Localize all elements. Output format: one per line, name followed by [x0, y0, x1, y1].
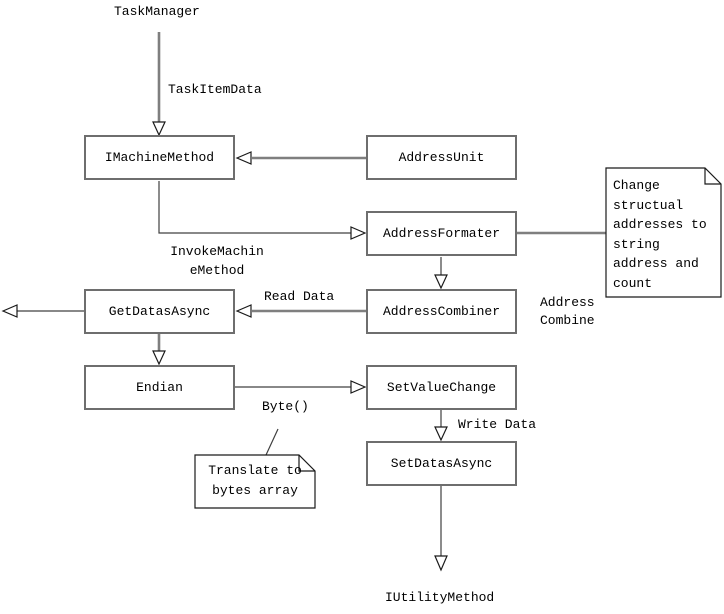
node-addresscombiner: AddressCombiner — [366, 289, 517, 334]
edge-label-read-data: Read Data — [264, 289, 335, 304]
arrowhead-into-addressformater — [350, 226, 367, 240]
node-addresscombiner-label: AddressCombiner — [382, 304, 501, 319]
arrowhead-into-iutilitymethod — [434, 555, 448, 572]
note-translate-leader-line — [265, 428, 279, 456]
node-getdatasasync: GetDatasAsync — [84, 289, 235, 334]
node-setvaluechange: SetValueChange — [366, 365, 517, 410]
arrowhead-into-imachinemethod-top — [152, 121, 166, 137]
edge-label-write-data: Write Data — [458, 417, 537, 432]
node-addressunit: AddressUnit — [366, 135, 517, 180]
note-translate-bytes-shape — [194, 454, 316, 509]
node-setdatasasync-label: SetDatasAsync — [390, 456, 493, 471]
arrowhead-into-setdatasasync — [434, 426, 448, 442]
node-addressformater: AddressFormater — [366, 211, 517, 256]
edge-label-byte: Byte() — [262, 399, 309, 414]
edge-label-taskitemdata: TaskItemData — [168, 82, 262, 97]
node-endian: Endian — [84, 365, 235, 410]
arrowhead-into-setvaluechange — [350, 380, 367, 394]
node-endian-label: Endian — [136, 380, 183, 395]
label-iutilitymethod: IUtilityMethod — [385, 590, 495, 605]
arrowhead-into-getdatasasync — [235, 304, 252, 318]
arrowhead-far-left — [1, 304, 18, 318]
node-setvaluechange-label: SetValueChange — [386, 380, 497, 395]
edge-label-address-combine: Address Combine — [540, 295, 595, 328]
node-imachinemethod: IMachineMethod — [84, 135, 235, 180]
node-imachinemethod-label: IMachineMethod — [104, 150, 215, 165]
node-addressformater-label: AddressFormater — [382, 226, 501, 241]
note-translate-bytes-fold — [298, 455, 315, 472]
note-translate-bytes-text: Translate to bytes array — [208, 463, 302, 498]
arrowhead-into-addresscombiner — [434, 274, 448, 290]
note-change-structural-shape — [605, 167, 722, 298]
arrowhead-into-imachinemethod-right — [235, 151, 252, 165]
edge-label-invokemachinemethod: InvokeMachineMethod — [170, 244, 264, 278]
arrowhead-into-endian — [152, 350, 166, 366]
node-addressunit-label: AddressUnit — [398, 150, 485, 165]
note-change-structural-text: Change structual addresses to string add… — [613, 178, 707, 291]
label-taskmanager: TaskManager — [114, 4, 200, 19]
edge-imachinemethod-to-addressformater — [158, 181, 351, 234]
note-change-structural-fold — [704, 168, 721, 185]
node-setdatasasync: SetDatasAsync — [366, 441, 517, 486]
node-getdatasasync-label: GetDatasAsync — [108, 304, 211, 319]
